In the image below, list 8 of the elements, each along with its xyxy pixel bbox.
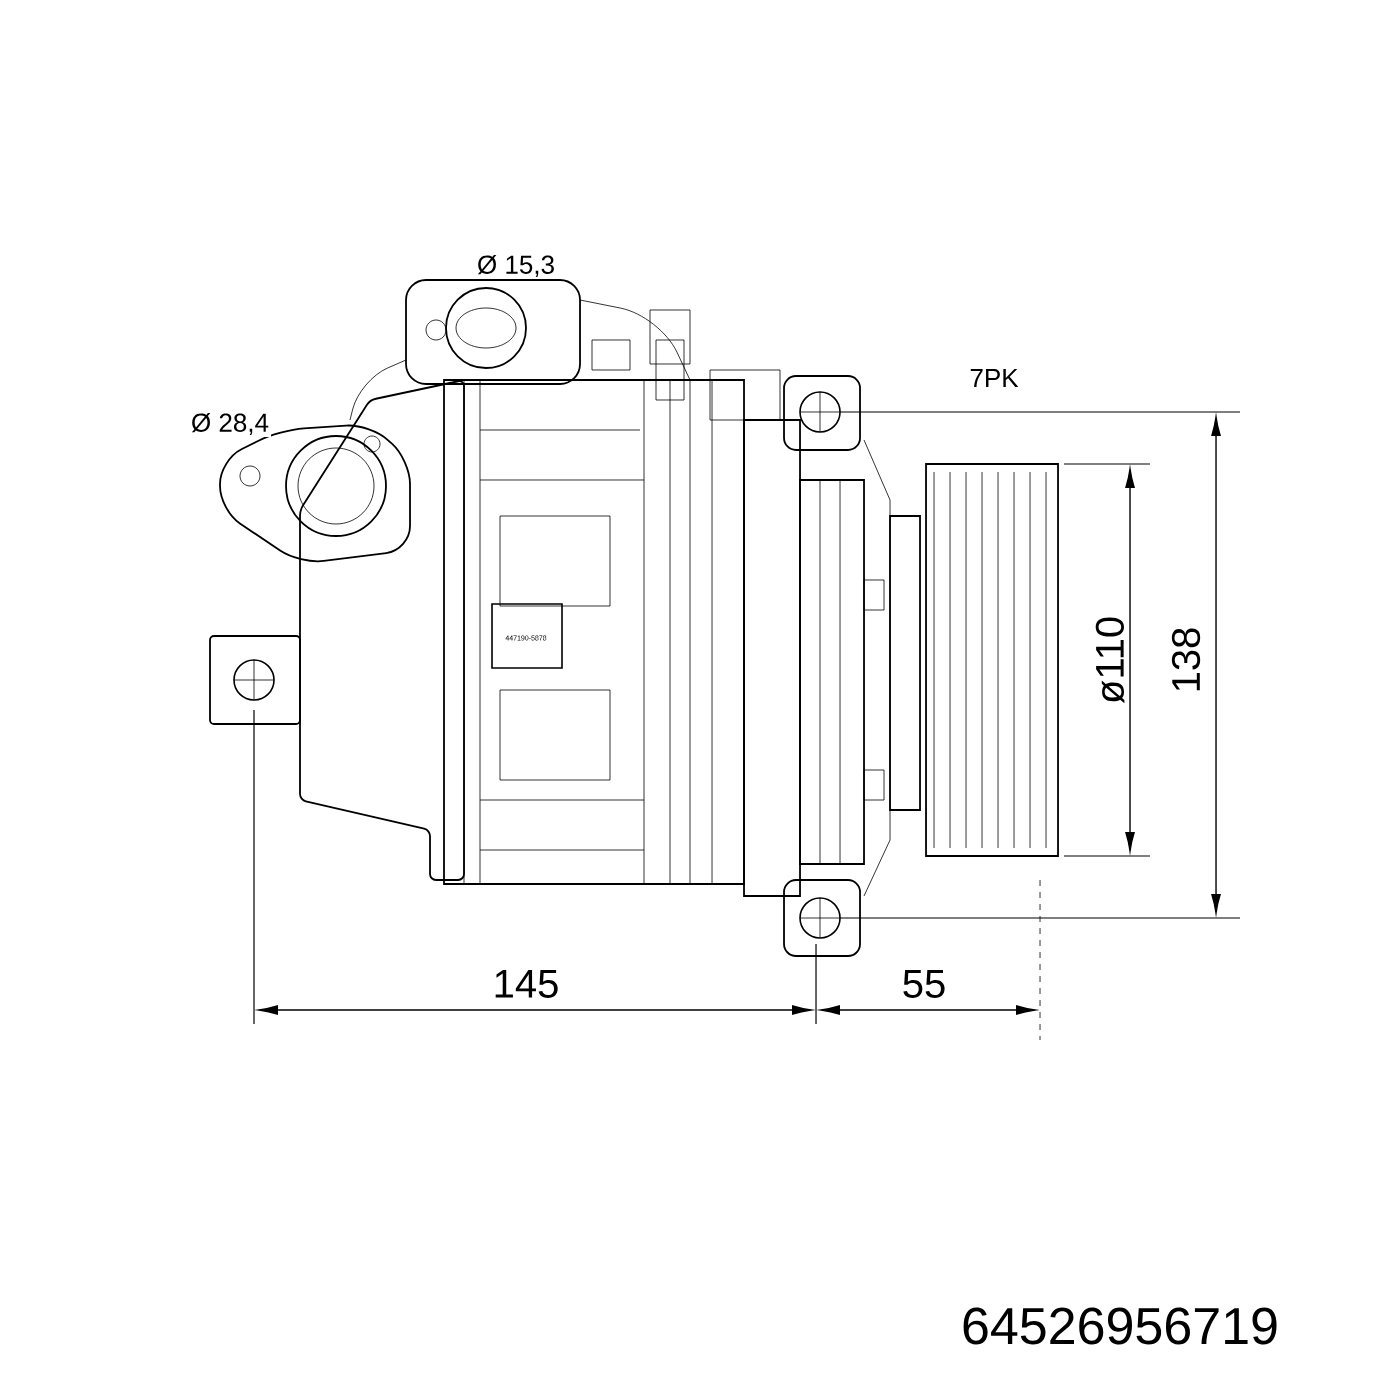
dimension-label: 55 — [899, 968, 949, 1000]
dimension-label: Ø 15,3 — [475, 253, 558, 279]
part-number: 64526956719 — [958, 1305, 1282, 1347]
belt-profile-label: 7PK — [967, 367, 1021, 389]
dimension-label: 138 — [1169, 624, 1203, 696]
dimension-label: ø110 — [1093, 613, 1127, 707]
dimension-label: 145 — [490, 968, 562, 1000]
dimension-label: Ø 28,4 — [189, 411, 272, 437]
